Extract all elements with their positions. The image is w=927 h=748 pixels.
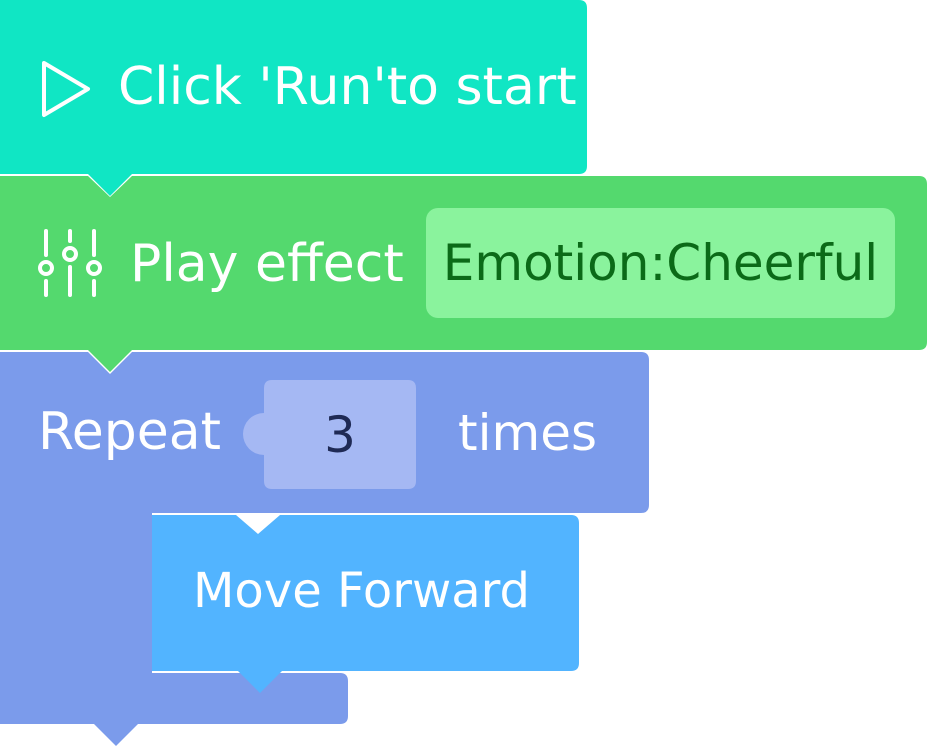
move-forward-block[interactable] xyxy=(152,515,579,693)
start-block-label: Click 'Run'to start xyxy=(118,57,577,117)
repeat-count-value[interactable]: 3 xyxy=(324,405,356,464)
play-effect-label: Play effect xyxy=(130,234,404,294)
move-forward-label: Move Forward xyxy=(193,563,531,619)
emotion-value-field[interactable]: Emotion:Cheerful xyxy=(426,208,895,318)
sliders-icon xyxy=(38,229,102,297)
repeat-count-slot[interactable] xyxy=(243,380,416,489)
start-block[interactable] xyxy=(0,0,587,196)
repeat-times-label: times xyxy=(458,404,598,462)
play-icon xyxy=(42,61,90,117)
repeat-block[interactable] xyxy=(0,352,649,746)
repeat-label: Repeat xyxy=(38,402,222,462)
